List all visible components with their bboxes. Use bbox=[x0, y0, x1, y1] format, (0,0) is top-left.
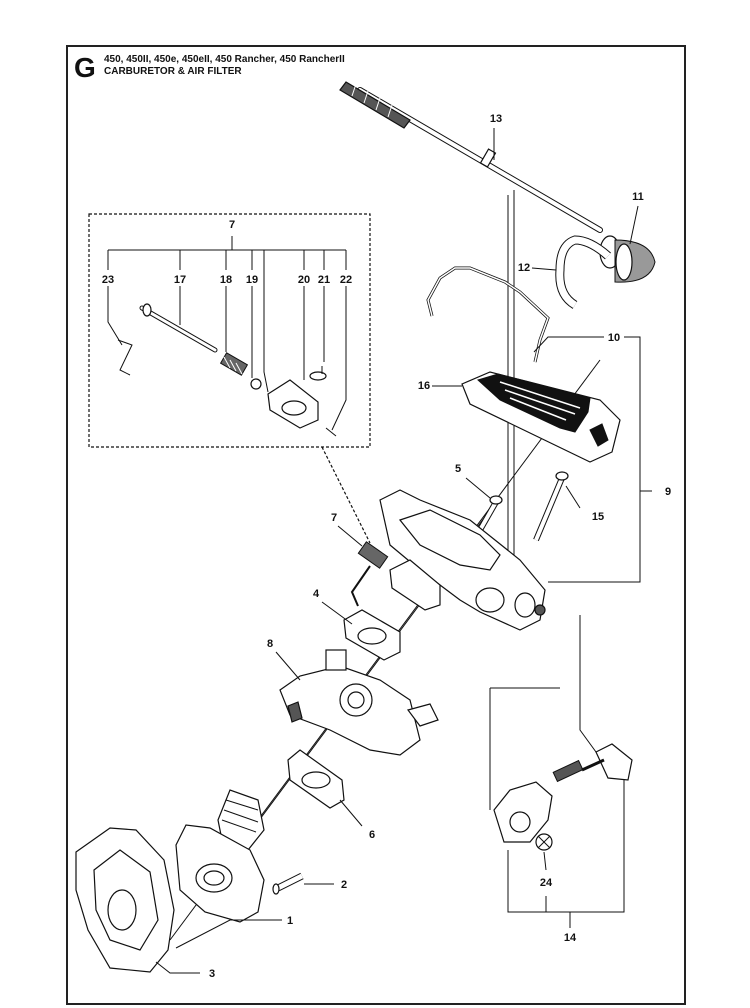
inset-link-line bbox=[321, 446, 371, 544]
callout-23: 23 bbox=[102, 274, 114, 286]
part-3-cover-plate bbox=[75, 827, 175, 973]
callout-15: 15 bbox=[592, 511, 604, 523]
part-11-primer-bulb bbox=[599, 235, 656, 283]
parts-bolts-5-15 bbox=[477, 471, 569, 542]
callout-11: 11 bbox=[632, 191, 644, 203]
part-10-wire-bracket bbox=[426, 266, 550, 363]
callout-3: 3 bbox=[209, 968, 215, 980]
callout-7-inset: 7 bbox=[229, 219, 235, 231]
callout-14: 14 bbox=[564, 932, 577, 944]
callout-labels: 7 23 17 18 19 20 21 22 13 11 12 10 16 5 … bbox=[102, 113, 671, 980]
callout-12: 12 bbox=[518, 262, 530, 274]
callout-24: 24 bbox=[540, 877, 553, 889]
callout-18: 18 bbox=[220, 274, 232, 286]
callout-13: 13 bbox=[490, 113, 502, 125]
part-13-throttle-rod bbox=[339, 81, 603, 233]
callout-1: 1 bbox=[287, 915, 293, 927]
inset-detail-box bbox=[88, 213, 371, 448]
part-4-gasket bbox=[343, 609, 401, 661]
inset-spring bbox=[219, 352, 249, 376]
part-2-screw bbox=[272, 872, 304, 895]
callout-20: 20 bbox=[298, 274, 310, 286]
callout-9: 9 bbox=[665, 486, 671, 498]
part-9-filter-holder bbox=[379, 489, 546, 631]
callout-19: 19 bbox=[246, 274, 258, 286]
part-16-air-filter bbox=[461, 371, 621, 463]
callout-4: 4 bbox=[313, 588, 320, 600]
callout-7-main: 7 bbox=[331, 512, 337, 524]
callout-16: 16 bbox=[418, 380, 430, 392]
inset-parts bbox=[117, 303, 337, 437]
callout-10: 10 bbox=[608, 332, 620, 344]
part-1-intake-flange bbox=[175, 824, 265, 923]
callout-6: 6 bbox=[369, 829, 375, 841]
inset-bracket-7 bbox=[107, 236, 347, 270]
page-frame bbox=[66, 45, 686, 1005]
section-title: CARBURETOR & AIR FILTER bbox=[104, 66, 242, 77]
callout-leaders bbox=[155, 128, 652, 974]
part-8-carburetor bbox=[279, 649, 439, 756]
callout-8: 8 bbox=[267, 638, 273, 650]
callout-17: 17 bbox=[174, 274, 186, 286]
callout-2: 2 bbox=[341, 879, 347, 891]
callout-22: 22 bbox=[340, 274, 352, 286]
callout-5: 5 bbox=[455, 463, 461, 475]
part-6-gasket bbox=[287, 749, 345, 809]
part-14-choke-assembly bbox=[493, 743, 633, 843]
part-7-valve-assembly bbox=[350, 541, 441, 611]
callout-21: 21 bbox=[318, 274, 330, 286]
part-12-fuel-hose bbox=[555, 235, 611, 309]
inset-leaders bbox=[107, 250, 347, 431]
section-letter: G bbox=[74, 52, 96, 83]
part-24-star-washer bbox=[535, 833, 553, 851]
model-list: 450, 450II, 450e, 450eII, 450 Rancher, 4… bbox=[104, 54, 345, 65]
